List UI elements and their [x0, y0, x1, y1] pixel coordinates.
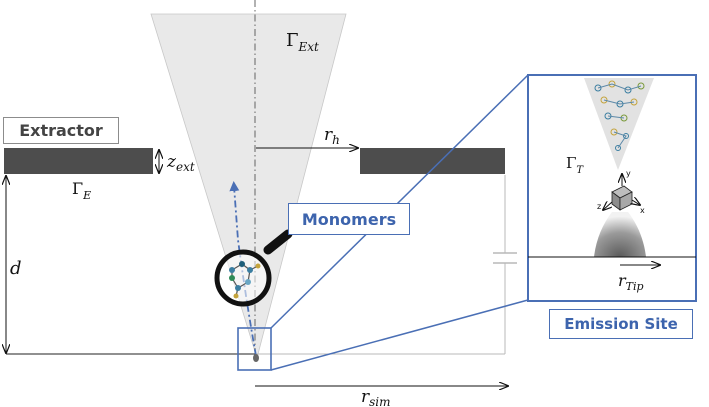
emitter-cone — [150, 13, 347, 360]
extractor-plate-left — [4, 148, 153, 174]
extractor-plate-right — [360, 148, 505, 174]
emission-site-marker — [237, 327, 272, 371]
gamma-t-label: ΓT — [566, 154, 584, 176]
z-ext-label: zext — [166, 152, 195, 174]
axis-x-label: x — [640, 206, 645, 215]
gamma-e-label: ΓE — [72, 179, 91, 202]
emission-site-label: Emission Site — [549, 309, 693, 339]
molecule-cluster — [594, 80, 645, 151]
zoom-line-bottom — [270, 299, 529, 371]
inset-contents: y x z — [528, 78, 696, 265]
axis-y-label: y — [626, 169, 631, 178]
inset-emission-plume — [594, 212, 646, 257]
gamma-ext-label: ΓExt — [286, 30, 319, 54]
r-sim-label: rsim — [361, 387, 391, 407]
axes-triad-icon — [603, 174, 640, 210]
d-label: d — [10, 258, 22, 279]
zoom-line-top — [270, 74, 529, 329]
extractor-label: Extractor — [3, 117, 119, 144]
r-h-label: rh — [324, 125, 340, 147]
emission-plume-small — [253, 354, 259, 362]
monomers-label: Monomers — [288, 203, 410, 235]
molecule-icon — [229, 261, 261, 299]
axis-z-label: z — [597, 202, 601, 211]
r-tip-label: rTip — [618, 271, 644, 293]
